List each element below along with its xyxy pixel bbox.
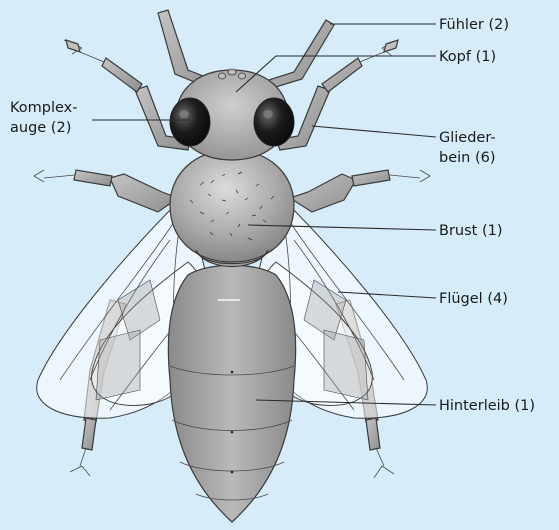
label-kopf: Kopf (1)	[439, 49, 496, 65]
label-komplexauge-line2: auge (2)	[10, 120, 71, 136]
label-gliederbein-line1: Glieder-	[439, 130, 496, 146]
label-hinterleib: Hinterleib (1)	[439, 398, 535, 414]
label-gliederbein-line2: bein (6)	[439, 150, 496, 166]
label-brust: Brust (1)	[439, 223, 503, 239]
label-fluegel: Flügel (4)	[439, 291, 508, 307]
left-compound-eye	[170, 98, 210, 146]
label-fuehler: Fühler (2)	[439, 17, 509, 33]
right-compound-eye	[254, 98, 294, 146]
label-komplexauge-line1: Komplex-	[10, 100, 78, 116]
